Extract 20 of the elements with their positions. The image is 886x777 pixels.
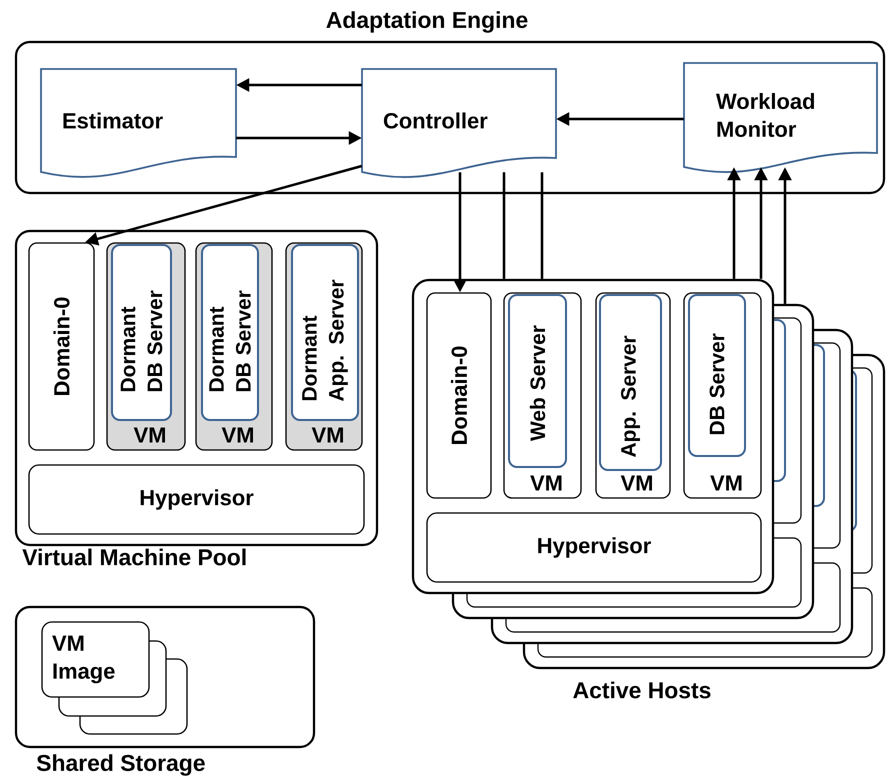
group-heading: Virtual Machine Pool	[22, 548, 246, 566]
hypervisor-box: Hypervisor	[28, 464, 365, 535]
document-box: Controller	[361, 68, 557, 178]
server-box: App. Server	[599, 294, 662, 471]
document-box: Estimator	[40, 68, 237, 178]
hypervisor-box: Hypervisor	[426, 512, 762, 583]
server-box: Dormant DB Server	[201, 244, 259, 421]
image-card: VM Image	[41, 621, 188, 735]
server-box: DB Server	[688, 294, 746, 457]
group-heading: Shared Storage	[36, 754, 205, 776]
connector-line	[502, 172, 506, 279]
server-box: Dormant App. Server	[291, 244, 359, 421]
document-box: Workload Monitor	[683, 62, 878, 173]
server-box: Web Server	[508, 294, 567, 468]
domain-box: Domain-0	[28, 242, 95, 451]
domain-box: Domain-0	[426, 292, 492, 499]
connector-line	[540, 172, 544, 279]
server-box: Dormant DB Server	[111, 244, 172, 421]
caption: Active Hosts	[573, 682, 710, 698]
group-heading: Adaptation Engine	[326, 11, 528, 33]
